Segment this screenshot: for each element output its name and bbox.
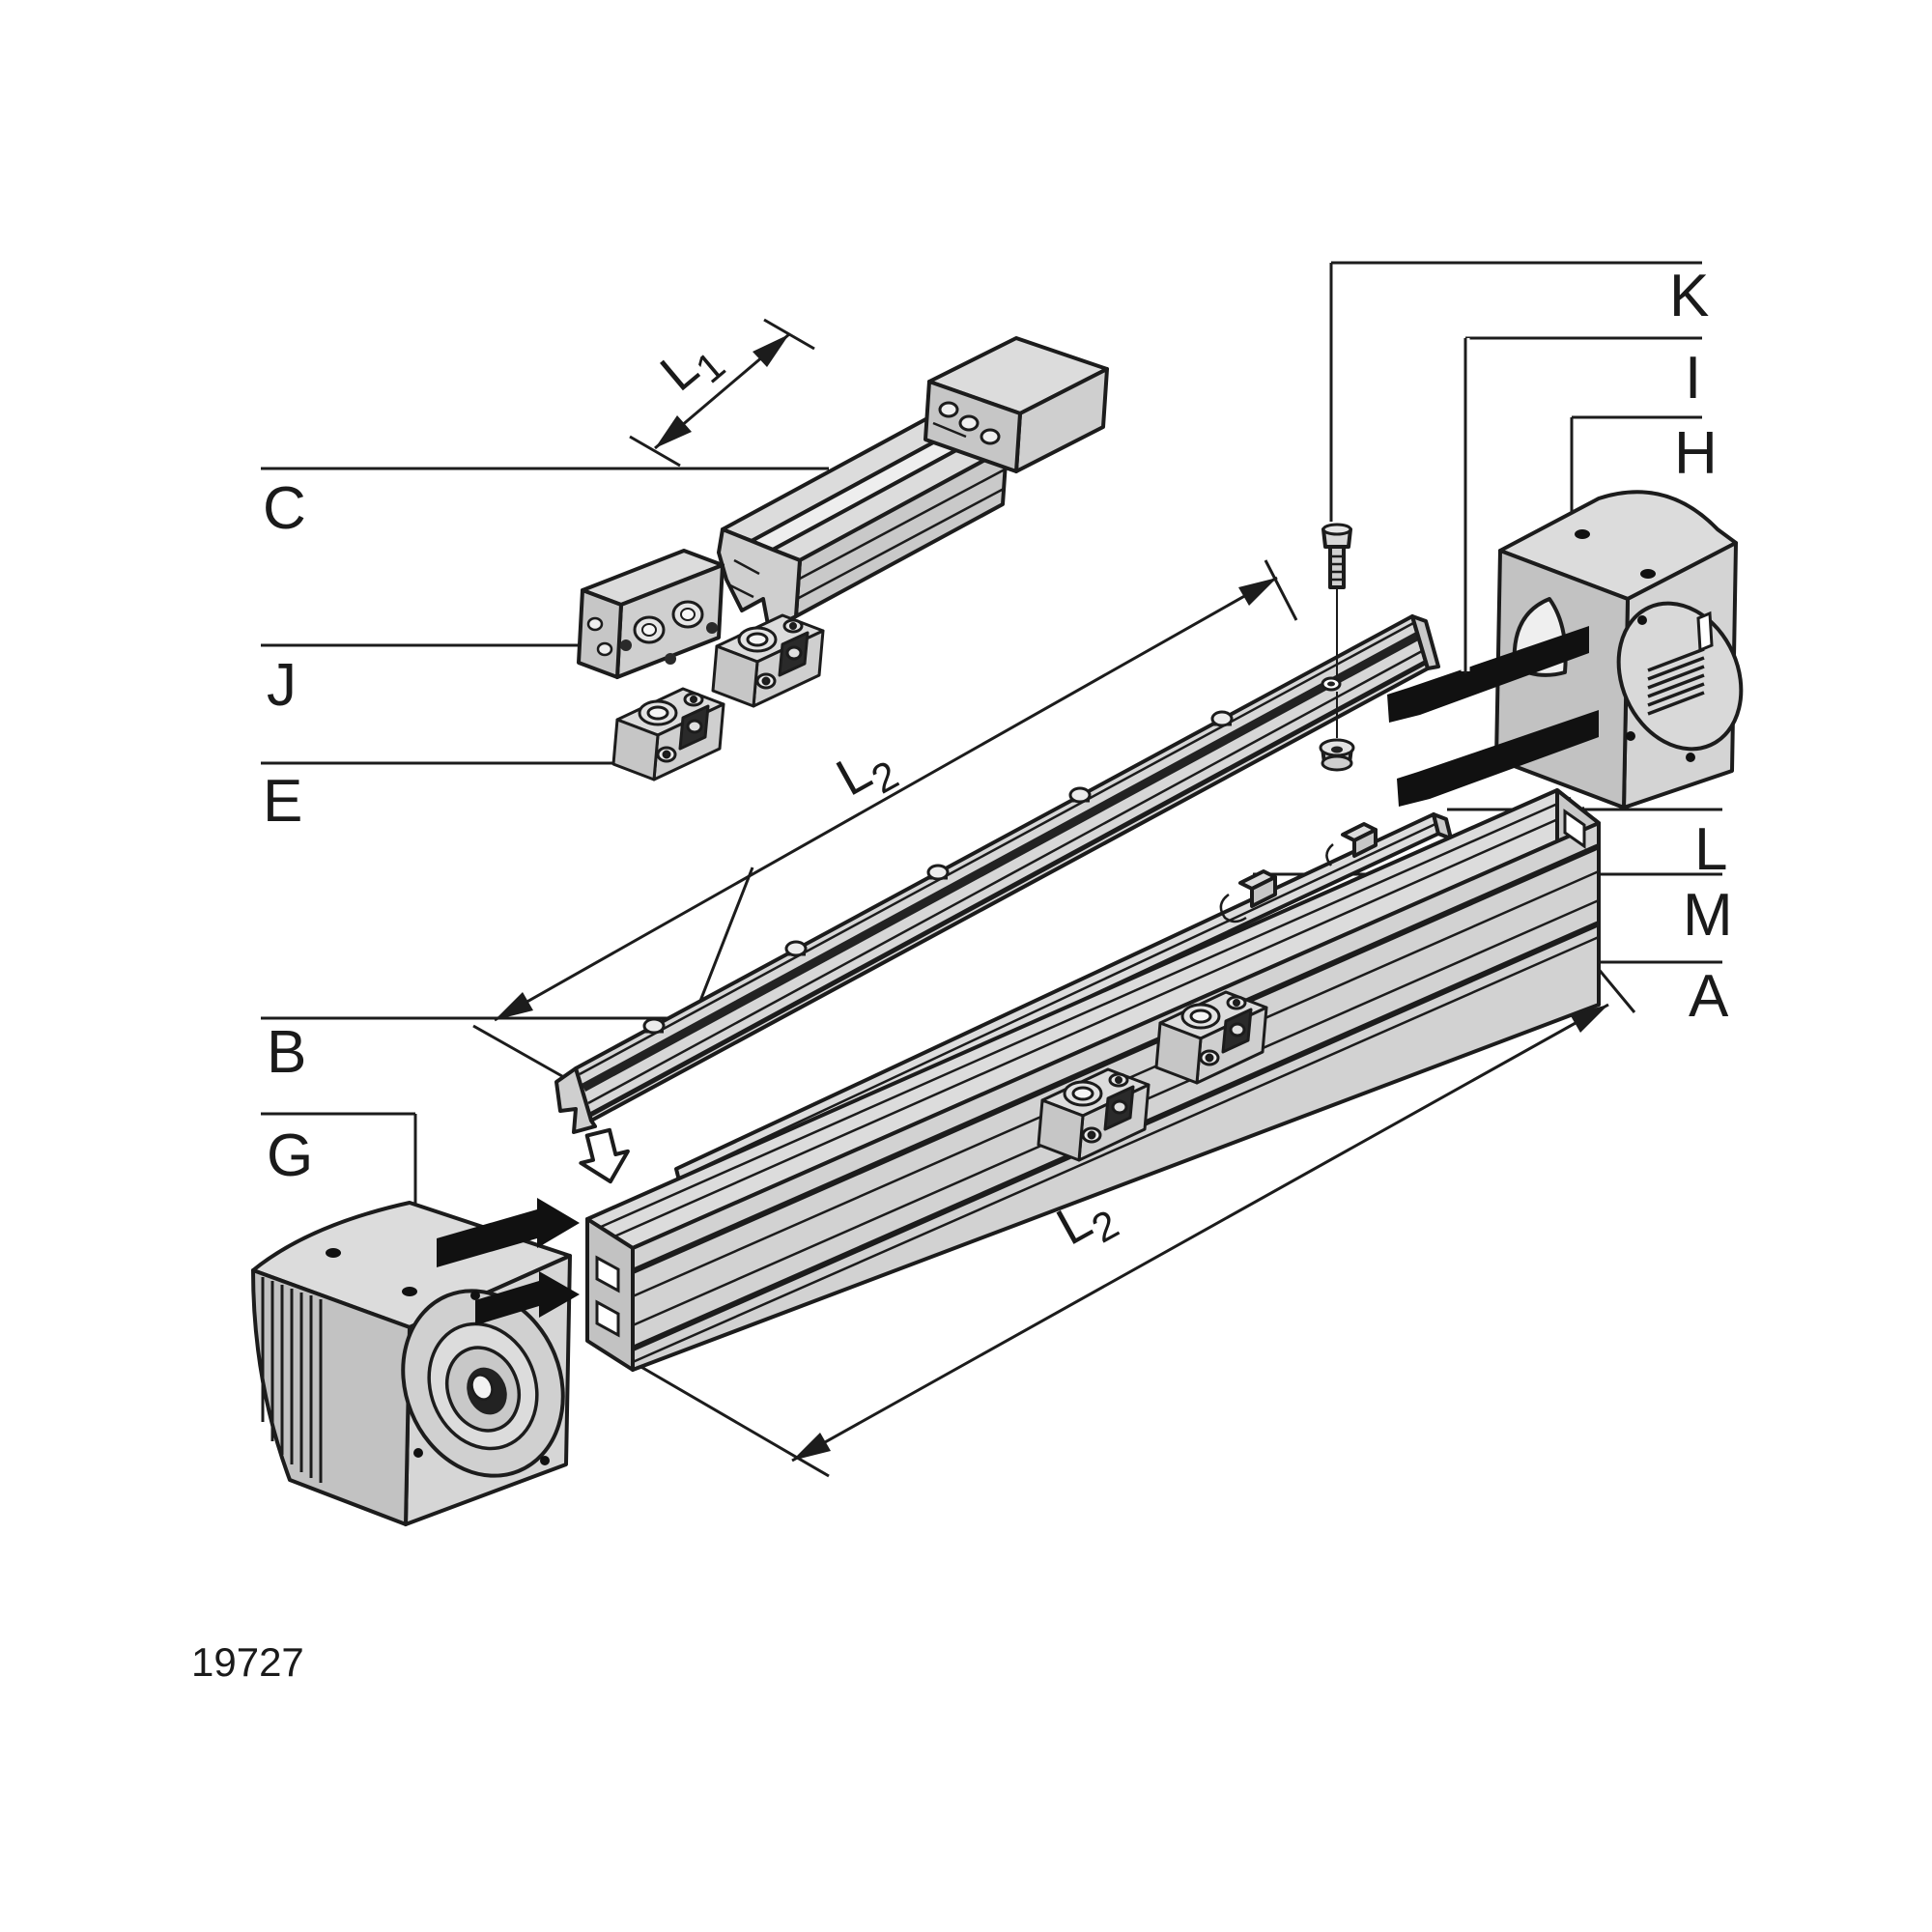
part-end-clamp-block: [923, 336, 1109, 473]
leader-K: [1329, 261, 1702, 522]
part-drive-housing-g: [251, 1201, 572, 1526]
rail-bolt-stud: [784, 940, 808, 957]
part-guide-rail-b: [554, 614, 1440, 1134]
callout-J: J: [267, 652, 297, 719]
dimension-L2-top-extension-ticks: [472, 559, 1298, 1086]
callout-M: M: [1683, 882, 1733, 949]
dimension-L1: [629, 318, 815, 468]
leader-B: [261, 867, 754, 1020]
dimension-line-L2-top: [494, 576, 1278, 1022]
callout-E: E: [263, 768, 302, 835]
rail-bolt-stud: [926, 864, 950, 881]
dimension-L2-top: [472, 559, 1298, 1086]
dimension-label-L1: L1: [650, 325, 734, 411]
belt-band-icon: [437, 1209, 537, 1267]
rail-bolt-stud: [1068, 786, 1092, 804]
rail-bolt-stud: [1210, 710, 1234, 727]
part-carriage-profile-c: [717, 415, 1009, 632]
callout-I: I: [1685, 345, 1701, 412]
dimension-line-L2-bottom: [791, 1003, 1609, 1463]
callout-K: K: [1669, 263, 1709, 329]
dimension-arrowhead-icon: [1570, 1005, 1608, 1033]
part-tension-block-e: [711, 613, 825, 708]
callout-H: H: [1674, 420, 1718, 487]
belt-band-icon: [1387, 626, 1589, 723]
part-connection-block-j: [577, 549, 724, 679]
belt-arrows-i: [1387, 626, 1599, 807]
figure-number: 19727: [191, 1639, 304, 1685]
dimension-arrowhead-icon: [753, 334, 789, 367]
belt-band-icon: [1397, 710, 1599, 807]
callout-C: C: [263, 475, 306, 542]
belt-arrows-g: [437, 1198, 580, 1325]
callout-B: B: [267, 1019, 306, 1086]
dimension-L2-bottom: [620, 960, 1636, 1478]
belt-tip-icon: [537, 1198, 580, 1248]
dimension-arrowhead-icon: [655, 415, 692, 448]
part-t-nut-k: [1319, 738, 1355, 772]
insertion-direction-arrow-icon: [579, 1127, 630, 1184]
part-clamp-piece-m: [1219, 869, 1277, 923]
part-tension-block-e: [611, 687, 725, 781]
part-clamp-piece-m: [1325, 822, 1378, 867]
rail-bolt-stud: [642, 1017, 666, 1035]
dimension-arrowhead-icon: [792, 1433, 831, 1461]
dimension-arrowhead-icon: [1238, 578, 1277, 606]
callout-letters: C J E B G K I H L M A: [263, 263, 1733, 1189]
belt-tip-icon: [539, 1271, 580, 1318]
dimension-label-L2-top: L2: [827, 731, 905, 816]
belt-band-icon: [475, 1281, 539, 1325]
dimension-arrowhead-icon: [495, 992, 533, 1020]
callout-L: L: [1694, 816, 1727, 883]
callout-A: A: [1689, 963, 1729, 1030]
callout-G: G: [267, 1122, 313, 1189]
part-screw-k: [1321, 523, 1352, 738]
